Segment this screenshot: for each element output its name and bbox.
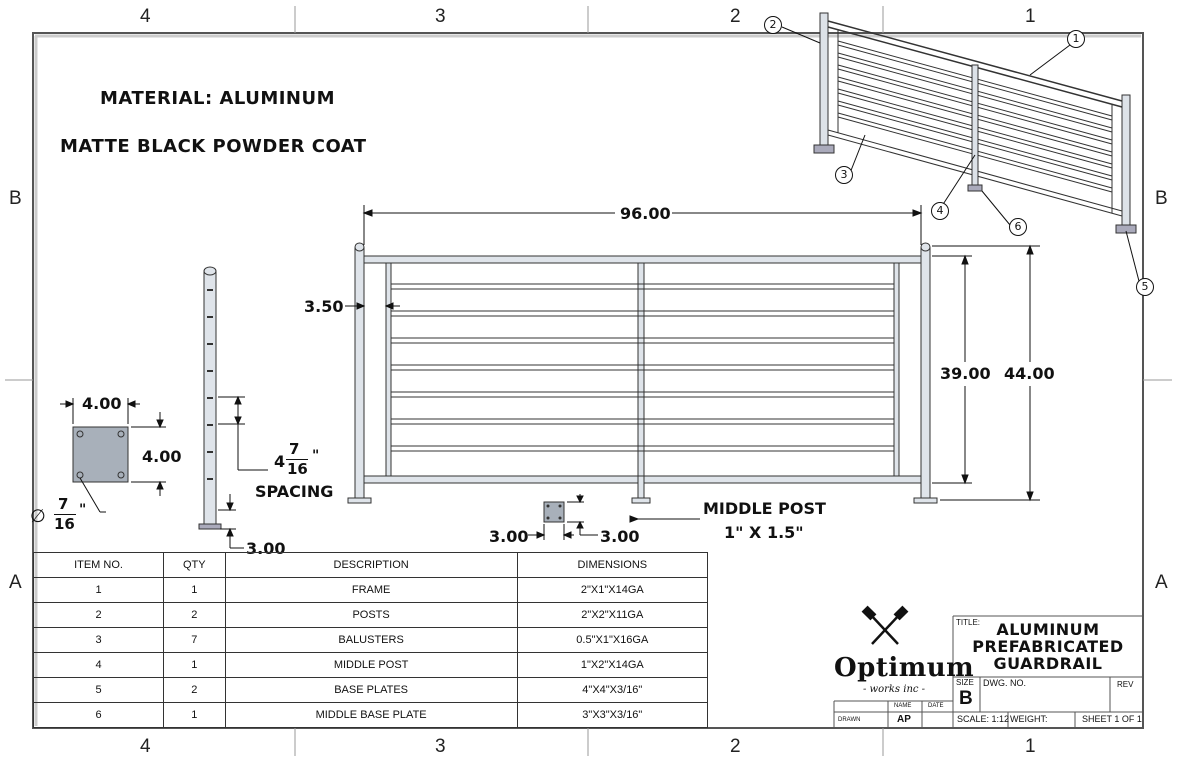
zone-top-3: 3 (435, 6, 446, 27)
size-label: SIZE (956, 678, 974, 687)
zone-bottom-2: 2 (730, 736, 741, 757)
hole-fraction-bar (54, 514, 76, 515)
dim-plate-height: 4.00 (142, 447, 182, 466)
zone-top-1: 1 (1025, 6, 1036, 27)
title-line-3: GUARDRAIL (993, 654, 1103, 673)
dim-mid-plate-b: 3.00 (600, 527, 640, 546)
zone-left-a: A (9, 572, 22, 593)
title-line-1: ALUMINUM (996, 620, 1100, 639)
drawn-label: DRAWN (838, 717, 861, 723)
bom-header-row: ITEM NO. QTY DESCRIPTION DIMENSIONS (32, 552, 709, 578)
bom-cell: 1 (163, 702, 226, 728)
balloon-4: 4 (931, 202, 949, 220)
bom-cell: 4"X4"X3/16" (516, 677, 709, 703)
balloon-6: 6 (1009, 218, 1027, 236)
name-label: NAME (894, 703, 912, 709)
bom-cell: 5 (32, 677, 165, 703)
zone-bottom-1: 1 (1025, 736, 1036, 757)
rev-label: REV (1117, 680, 1134, 689)
bom-header-item: ITEM NO. (32, 552, 165, 578)
weight-field: WEIGHT: (1010, 714, 1048, 724)
bom-cell: 3"X3"X3/16" (516, 702, 709, 728)
bom-cell: MIDDLE BASE PLATE (224, 702, 518, 728)
bom-row: 1 1 FRAME 2"X1"X14GA (32, 577, 709, 603)
spacing-unit: " (312, 448, 320, 464)
zone-left-b: B (9, 188, 22, 209)
bom-cell: 2 (32, 602, 165, 628)
bom-header-description: DESCRIPTION (224, 552, 518, 578)
drawing-title: ALUMINUM PREFABRICATED GUARDRAIL (958, 621, 1138, 672)
scale-field: SCALE: 1:12 (957, 714, 1010, 724)
zone-top-4: 4 (140, 6, 151, 27)
bom-row: 6 1 MIDDLE BASE PLATE 3"X3"X3/16" (32, 702, 709, 728)
diameter-symbol: ∅ (30, 506, 46, 527)
balloon-1: 1 (1067, 30, 1085, 48)
bom-cell: 4 (32, 652, 165, 678)
date-label: DATE (928, 703, 944, 709)
balloon-2: 2 (764, 16, 782, 34)
hole-unit: " (79, 502, 87, 518)
spacing-fraction-bar (286, 459, 308, 460)
zone-top-2: 2 (730, 6, 741, 27)
middle-post-size: 1" X 1.5" (724, 523, 804, 542)
finish-note: MATTE BLACK POWDER COAT (60, 136, 367, 157)
bom-header-qty: QTY (163, 552, 226, 578)
bom-cell: 2"X1"X14GA (516, 577, 709, 603)
dim-inset: 3.50 (304, 297, 344, 316)
title-label: TITLE: (956, 618, 981, 627)
bom-cell: 2"X2"X11GA (516, 602, 709, 628)
bom-table: ITEM NO. QTY DESCRIPTION DIMENSIONS 1 1 … (32, 552, 709, 728)
zone-bottom-4: 4 (140, 736, 151, 757)
dim-overall-height: 44.00 (1004, 364, 1055, 383)
dwg-no-label: DWG. NO. (983, 678, 1026, 688)
spacing-whole: 4 (274, 452, 286, 471)
dim-panel-height: 39.00 (940, 364, 991, 383)
dim-mid-plate-a: 3.00 (489, 527, 529, 546)
company-logo-name: Optimum (834, 653, 975, 683)
hole-numerator: 7 (58, 495, 69, 513)
zone-right-b: B (1155, 188, 1168, 209)
middle-post-label: MIDDLE POST (703, 499, 826, 518)
size-value: B (959, 688, 973, 709)
hole-denominator: 16 (54, 515, 75, 533)
logo-hammers-icon (861, 605, 909, 645)
balloon-3: 3 (835, 166, 853, 184)
spacing-denominator: 16 (287, 460, 308, 478)
isometric-view (781, 12, 1141, 286)
balloon-5: 5 (1136, 278, 1154, 296)
bom-cell: 7 (163, 627, 226, 653)
sheet-field: SHEET 1 OF 1 (1082, 714, 1142, 724)
dim-plate-width: 4.00 (82, 394, 122, 413)
material-note: MATERIAL: ALUMINUM (100, 88, 336, 109)
drawn-by: AP (897, 714, 911, 725)
spacing-numerator: 7 (289, 440, 300, 458)
bom-row: 3 7 BALUSTERS 0.5"X1"X16GA (32, 627, 709, 653)
bom-cell: 6 (32, 702, 165, 728)
company-logo-subtitle: - works inc - (862, 684, 926, 695)
bom-cell: 0.5"X1"X16GA (516, 627, 709, 653)
spacing-label: SPACING (255, 482, 334, 501)
zone-bottom-3: 3 (435, 736, 446, 757)
zone-right-a: A (1155, 572, 1168, 593)
bom-cell: 2 (163, 677, 226, 703)
dim-overall-width: 96.00 (620, 204, 671, 223)
title-line-2: PREFABRICATED (972, 637, 1124, 656)
bom-cell: MIDDLE POST (224, 652, 518, 678)
